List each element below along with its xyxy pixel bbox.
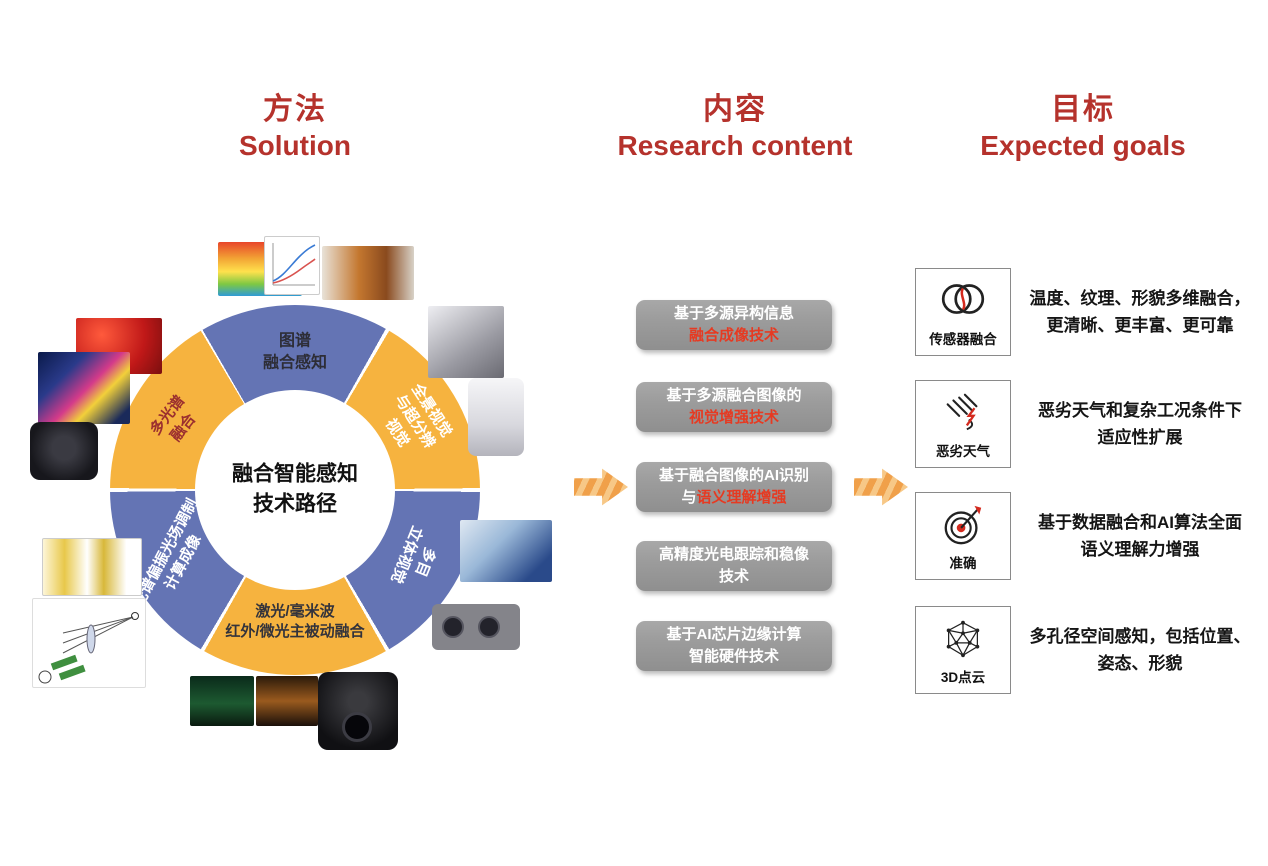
- ring-center-title: 融合智能感知 技术路径: [232, 462, 358, 516]
- flow-arrow-content-to-goals-icon: [854, 468, 908, 506]
- target-icon: [944, 505, 982, 545]
- research-box-line1: 基于多源融合图像的: [666, 386, 802, 404]
- research-box-fusion-imaging: 基于多源异构信息 融合成像技术: [636, 300, 832, 350]
- goal-desc-accuracy: 基于数据融合和AI算法全面 语义理解力增强: [1038, 512, 1242, 559]
- research-box-line2: 智能硬件技术: [688, 648, 779, 665]
- flow-arrow-solution-to-content-icon: [574, 468, 628, 506]
- ring-segment-label-multispectral-fusion: 多光谱 融合: [146, 392, 200, 445]
- research-box-line2: 视觉增强技术: [688, 409, 779, 426]
- spectral-curve-chart-image: [264, 236, 320, 295]
- goal-label: 传感器融合: [929, 332, 997, 347]
- goal-label: 恶劣天气: [936, 444, 990, 459]
- ring-segment-label-spectrum-fusion-sensing: 图谱 融合感知: [262, 332, 328, 371]
- header-goals-zh: 目标: [1051, 93, 1115, 126]
- research-box-line2: 技术: [718, 568, 749, 585]
- goal-desc-bad-weather: 恶劣天气和复杂工况条件下 适应性扩展: [1038, 400, 1242, 447]
- header-research-en: Research content: [617, 130, 853, 161]
- gimbal-lens: [342, 712, 372, 742]
- research-box-line1: 高精度光电跟踪和稳像: [658, 545, 809, 563]
- header-solution-zh: 方法: [263, 93, 327, 126]
- header-solution-en: Solution: [239, 130, 351, 161]
- camera-lens-photo: [30, 422, 98, 480]
- research-box-line1: 基于多源异构信息: [673, 304, 794, 322]
- technology-ring-diagram: 图谱 融合感知 全景视觉 与超分辨视觉 多目 立体视觉 激光/毫米波 红外/微光…: [110, 305, 480, 675]
- research-box-line2: 融合成像技术: [688, 327, 779, 344]
- goal-box-accuracy: 准确: [915, 492, 1011, 580]
- optical-path-schematic: [32, 598, 146, 688]
- ring-segment-label-laser-mmwave-ir-fusion: 激光/毫米波 红外/微光主被动融合: [225, 602, 365, 640]
- night-vision-image: [190, 676, 254, 726]
- header-solution: 方法 Solution: [165, 84, 425, 162]
- chart-lines: [272, 243, 316, 286]
- stereo-depth-scene-image: [460, 520, 552, 582]
- goal-box-3d-point-cloud: 3D点云: [915, 606, 1011, 694]
- stereo-lens-right: [478, 616, 501, 638]
- header-research-zh: 内容: [703, 93, 767, 126]
- infrared-scene-image: [256, 676, 318, 726]
- research-box-vision-enhancement: 基于多源融合图像的 视觉增强技术: [636, 382, 832, 432]
- cube-sensor-photo: [428, 306, 504, 378]
- goal-label: 3D点云: [940, 670, 986, 685]
- stereo-lens-left: [442, 616, 464, 638]
- optical-lens-diagram: [42, 538, 142, 596]
- research-box-ai-chip-edge-computing: 基于AI芯片边缘计算 智能硬件技术: [636, 621, 832, 671]
- ring-inner-circle: [195, 390, 395, 590]
- research-box-photoelectric-tracking: 高精度光电跟踪和稳像 技术: [636, 541, 832, 591]
- research-box-line1: 基于AI芯片边缘计算: [666, 625, 802, 643]
- hyperspectral-smear-image: [38, 352, 130, 424]
- ring-segment-label-multi-view-stereo: 多目 立体视觉: [387, 523, 439, 586]
- goal-label: 准确: [949, 556, 977, 571]
- point-cloud-icon: [946, 620, 980, 658]
- pipeline-photo: [322, 246, 414, 300]
- goal-desc-sensor-fusion: 温度、纹理、形貌多维融合， 更清晰、更丰富、更可靠: [1029, 288, 1251, 335]
- goal-box-bad-weather: 恶劣天气: [915, 380, 1011, 468]
- gimbal-camera-photo: [318, 672, 398, 750]
- storm-icon: [946, 393, 978, 431]
- research-box-line2: 与语义理解增强: [681, 489, 787, 506]
- header-goals-en: Expected goals: [980, 130, 1186, 161]
- sensor-fusion-icon: [941, 284, 985, 314]
- research-box-line1: 基于融合图像的AI识别: [658, 466, 809, 484]
- optical-schematic-lines: [38, 612, 139, 684]
- header-research-content: 内容 Research content: [600, 84, 870, 162]
- goal-desc-3d-point-cloud: 多孔径空间感知，包括位置、 姿态、形貌: [1029, 626, 1251, 673]
- goal-box-sensor-fusion: 传感器融合: [915, 268, 1011, 356]
- header-expected-goals: 目标 Expected goals: [938, 84, 1228, 162]
- pan-tilt-camera-photo: [468, 378, 524, 456]
- research-box-ai-recognition: 基于融合图像的AI识别 与语义理解增强: [636, 462, 832, 512]
- stereo-camera-photo: [432, 604, 520, 650]
